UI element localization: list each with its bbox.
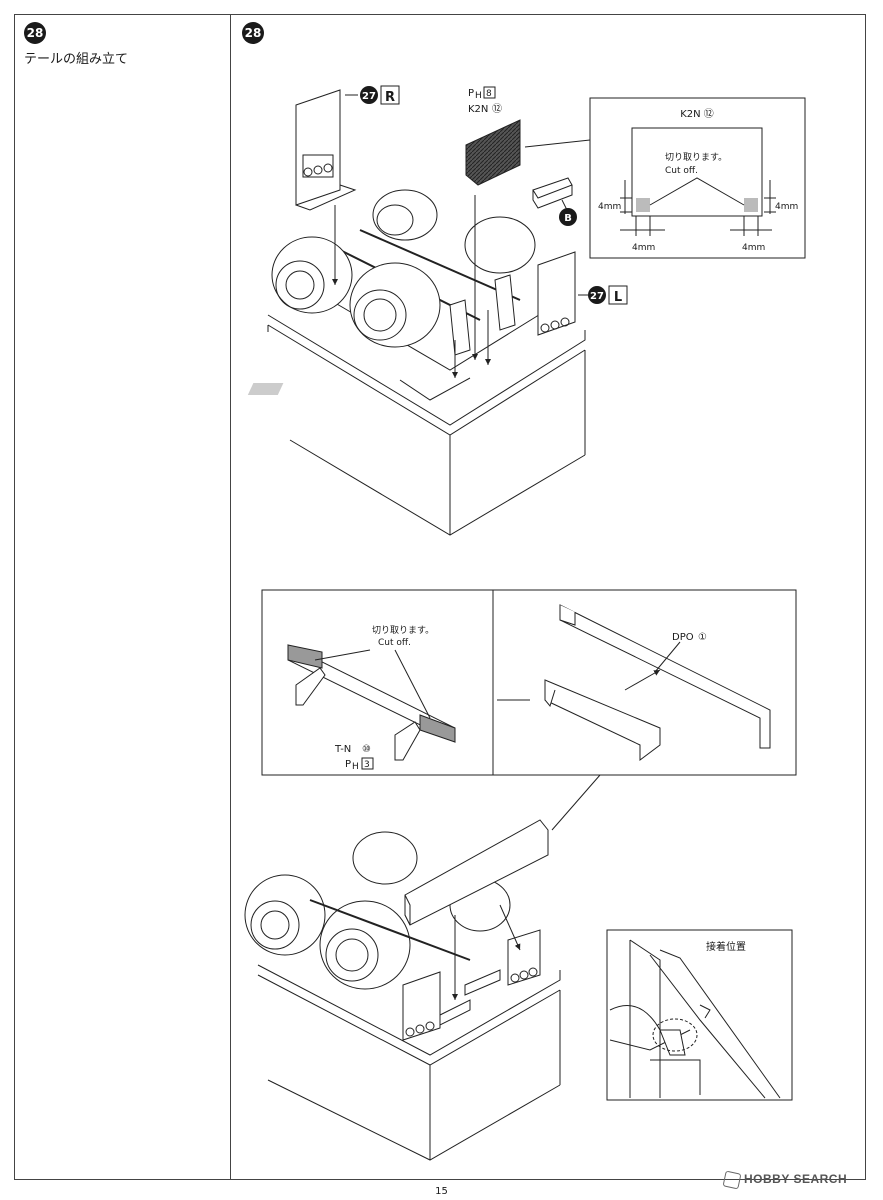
k2n-plating-num: 8 [486,89,492,99]
watermark: HOBBY SEARCH [722,1170,848,1190]
k2n-dim-left-h: 4mm [632,243,655,253]
watermark-logo-icon [722,1170,742,1190]
bottom-assembly [244,819,561,1161]
tn-cut-jp: 切り取ります。 [372,625,434,636]
ref-l-badge: 27 [590,291,604,302]
tn-cut-en: Cut off. [378,638,411,648]
k2n-cut-jp: 切り取ります。 [665,152,727,163]
step-badge-right: 28 [242,22,264,44]
step-title: テールの組み立て [24,52,129,67]
dpo-label: DPO [672,632,694,643]
page-number: 15 [435,1186,448,1197]
ref-r-badge-circle [360,86,378,104]
k2n-dim-right-v: 4mm [775,202,798,212]
b-badge-circle [559,208,577,226]
k2n-num: ⑫ [492,103,502,115]
k2n-cut-en: Cut off. [665,166,698,176]
k2n-label: K2N [468,104,488,115]
step-badge-left: 28 [24,22,46,44]
glue-label: 接着位置 [706,940,746,953]
parts-panel: 切り取ります。 Cut off. T-N ⑩ P H 3 DPO ① [261,589,797,776]
ref-r-box [380,85,400,105]
k2n-plating-box [483,86,496,99]
tn-plating-box [361,757,374,770]
k2n-detail-title: K2N ⑫ [680,108,714,120]
ref-l-box [608,285,628,305]
tn-plating: P [345,759,351,770]
top-assembly [247,89,591,536]
watermark-text: HOBBY SEARCH [744,1172,848,1187]
dpo-num: ① [698,632,707,643]
column-divider [230,14,231,1180]
tn-plating-sub: H [352,762,359,772]
tn-label: T-N [334,744,351,755]
tn-num: ⑩ [362,744,371,755]
k2n-detail-box: K2N ⑫ 切り取ります。 Cut off. 4mm 4mm 4mm 4mm [589,97,806,259]
ref-l-badge-circle [588,286,606,304]
ref-r-letter: R [385,90,395,105]
b-badge: B [564,213,572,224]
k2n-plating-sub: H [475,91,482,101]
page-frame [14,14,866,1180]
k2n-dim-right-h: 4mm [742,243,765,253]
tn-plating-num: 3 [364,760,370,770]
ref-r-badge: 27 [362,91,376,102]
k2n-plating: P [468,88,474,99]
ref-l-letter: L [614,290,622,305]
glue-detail-box: 接着位置 [606,929,793,1101]
k2n-dim-left-v: 4mm [598,202,621,212]
